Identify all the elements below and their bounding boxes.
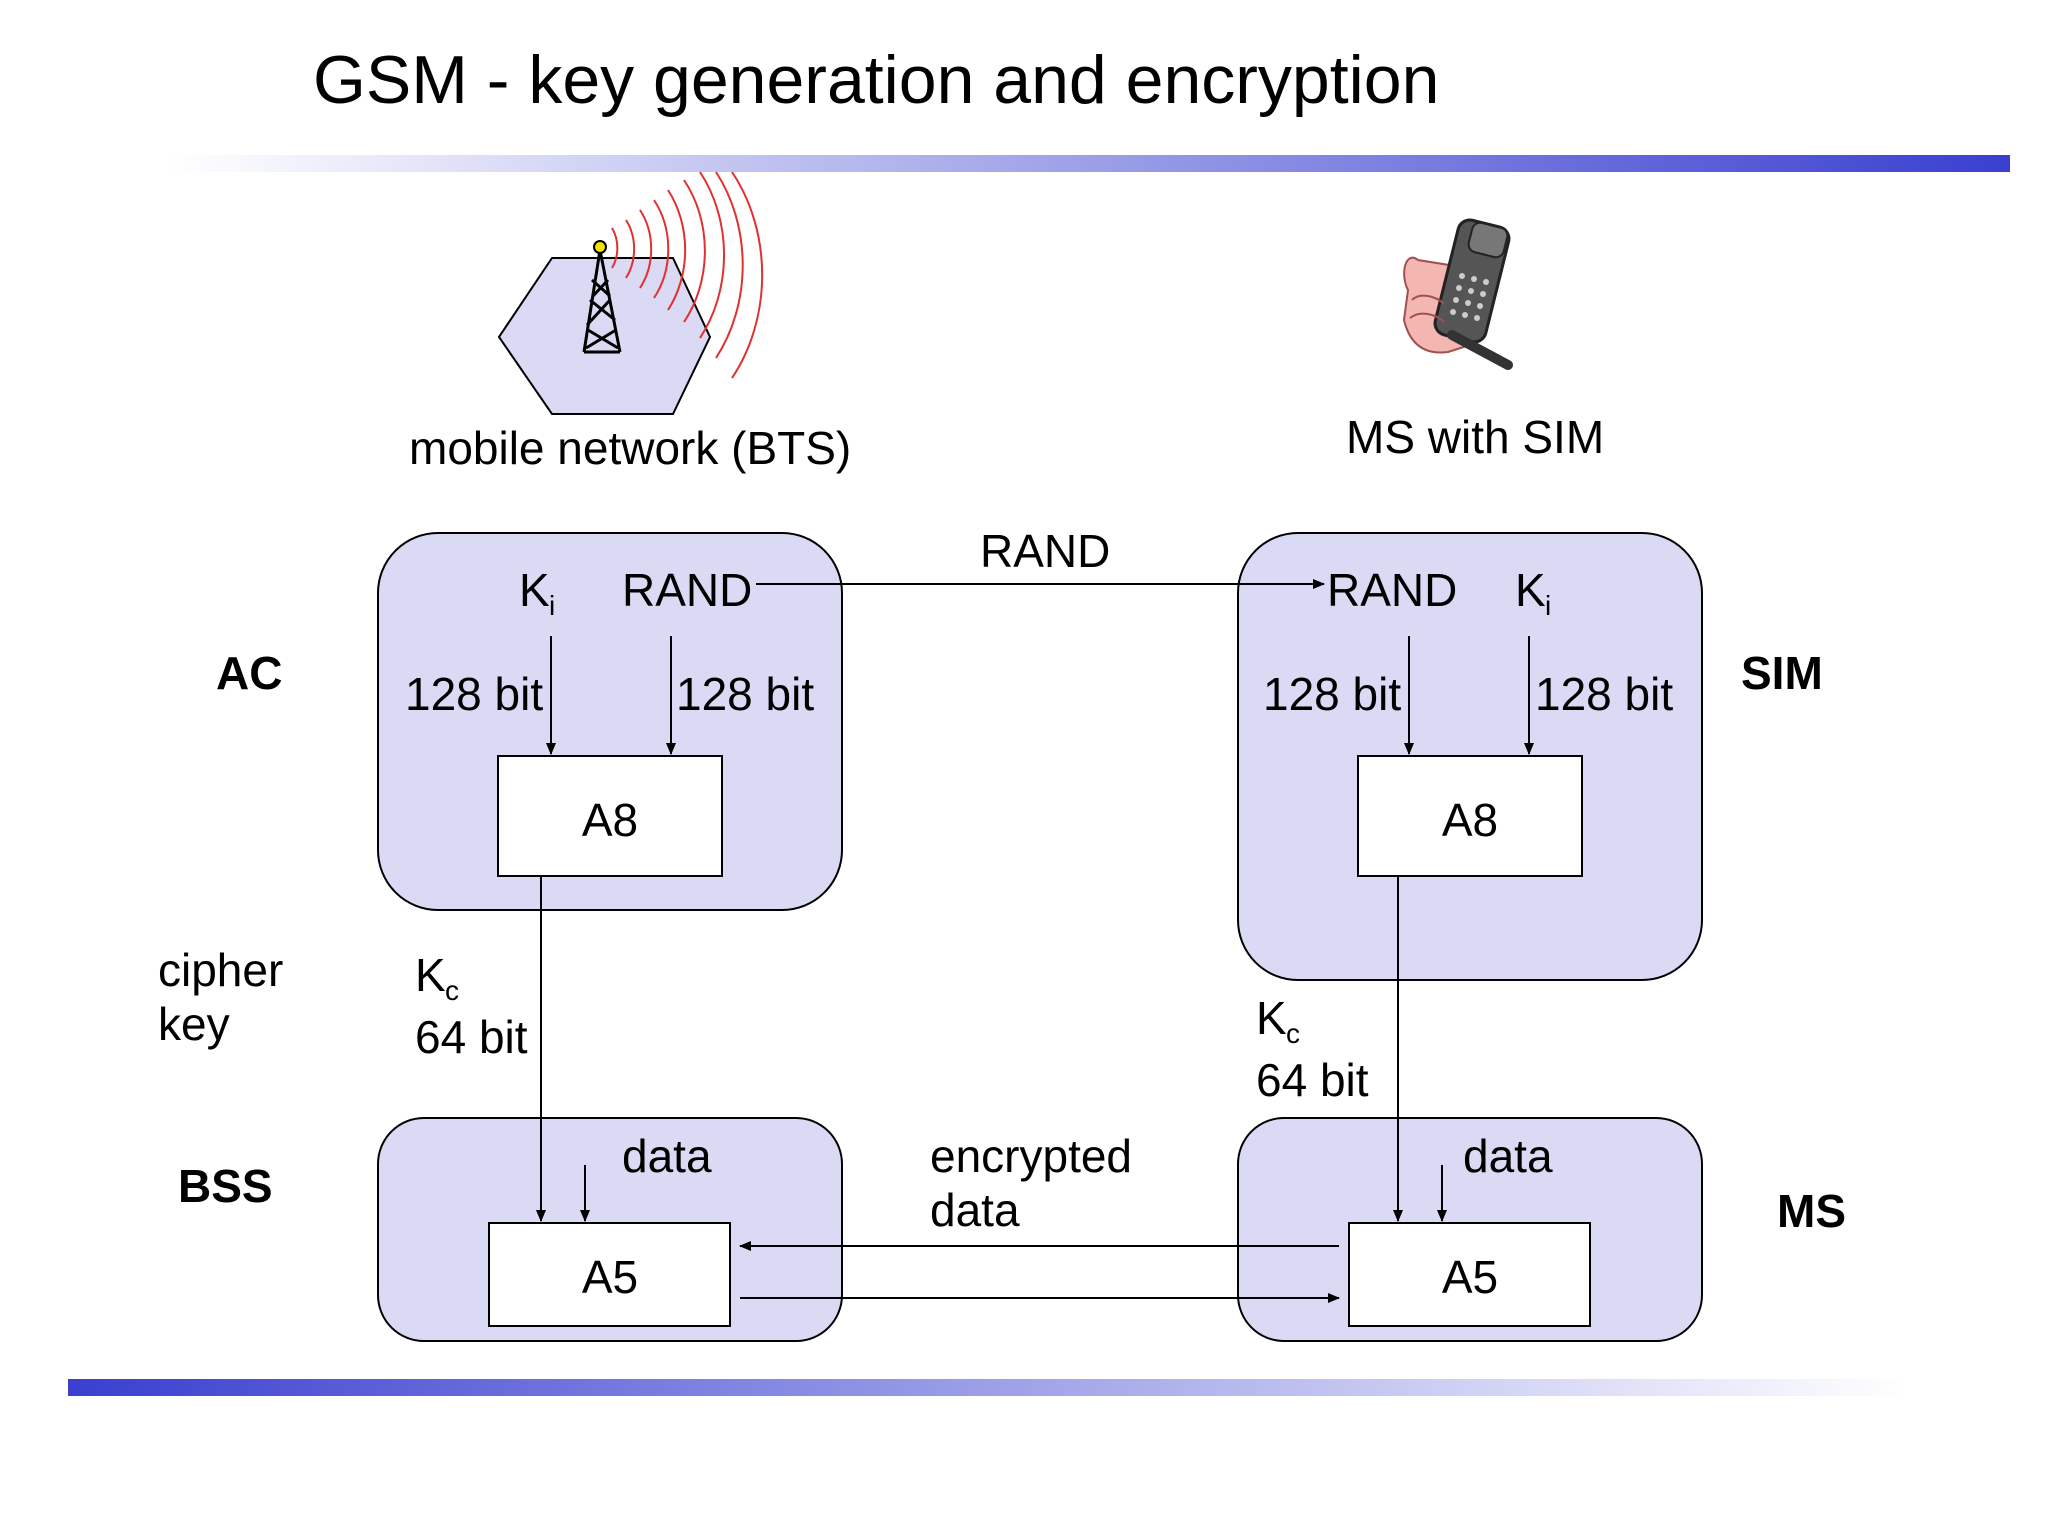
kc-right-label: K [1256, 992, 1287, 1044]
ms-with-sim-label: MS with SIM [1346, 411, 1604, 463]
sim-ki-subscript: i [1545, 590, 1551, 621]
sim-a8-box [1357, 755, 1583, 877]
bss-data-label: data [622, 1130, 712, 1182]
encrypted-data-label-line2: data [930, 1184, 1020, 1236]
kc-right-bits: 64 bit [1256, 1054, 1369, 1106]
ac-a8-box [497, 755, 723, 877]
cipher-key-label-line2: key [158, 998, 230, 1050]
page-title: GSM - key generation and encryption [313, 42, 1439, 118]
bss-a5-box [488, 1222, 731, 1327]
ac-bits-left: 128 bit [405, 668, 543, 720]
kc-left-label: K [415, 949, 446, 1001]
kc-left-bits: 64 bit [415, 1011, 528, 1063]
ms-data-label: data [1463, 1130, 1553, 1182]
sim-rand-label: RAND [1327, 564, 1457, 616]
sim-ki-label: K [1515, 564, 1546, 616]
ac-panel [377, 532, 843, 911]
ms-a5-box [1348, 1222, 1591, 1327]
side-label-sim: SIM [1741, 647, 1823, 699]
mobile-phone-icon [1402, 218, 1513, 370]
bts-label: mobile network (BTS) [409, 422, 851, 474]
footer-divider-bar [68, 1379, 1908, 1396]
sim-bits-left: 128 bit [1263, 668, 1401, 720]
kc-right-subscript: c [1286, 1018, 1300, 1049]
sim-a8-label: A8 [1442, 794, 1498, 846]
sim-bits-right: 128 bit [1535, 668, 1673, 720]
rand-transfer-label: RAND [980, 525, 1110, 577]
title-divider-bar [170, 155, 2010, 172]
side-label-ac: AC [216, 647, 282, 699]
cipher-key-label-line1: cipher [158, 944, 283, 996]
ac-ki-label: K [519, 564, 550, 616]
bts-tower-icon [497, 171, 764, 415]
ac-a8-label: A8 [582, 794, 638, 846]
side-label-bss: BSS [178, 1160, 273, 1212]
encrypted-data-label-line1: encrypted [930, 1130, 1132, 1182]
kc-left-subscript: c [445, 975, 459, 1006]
ac-bits-right: 128 bit [676, 668, 814, 720]
bss-a5-label: A5 [582, 1251, 638, 1303]
ac-rand-label: RAND [622, 564, 752, 616]
ac-ki-subscript: i [549, 590, 555, 621]
ms-a5-label: A5 [1442, 1251, 1498, 1303]
side-label-ms: MS [1777, 1185, 1846, 1237]
